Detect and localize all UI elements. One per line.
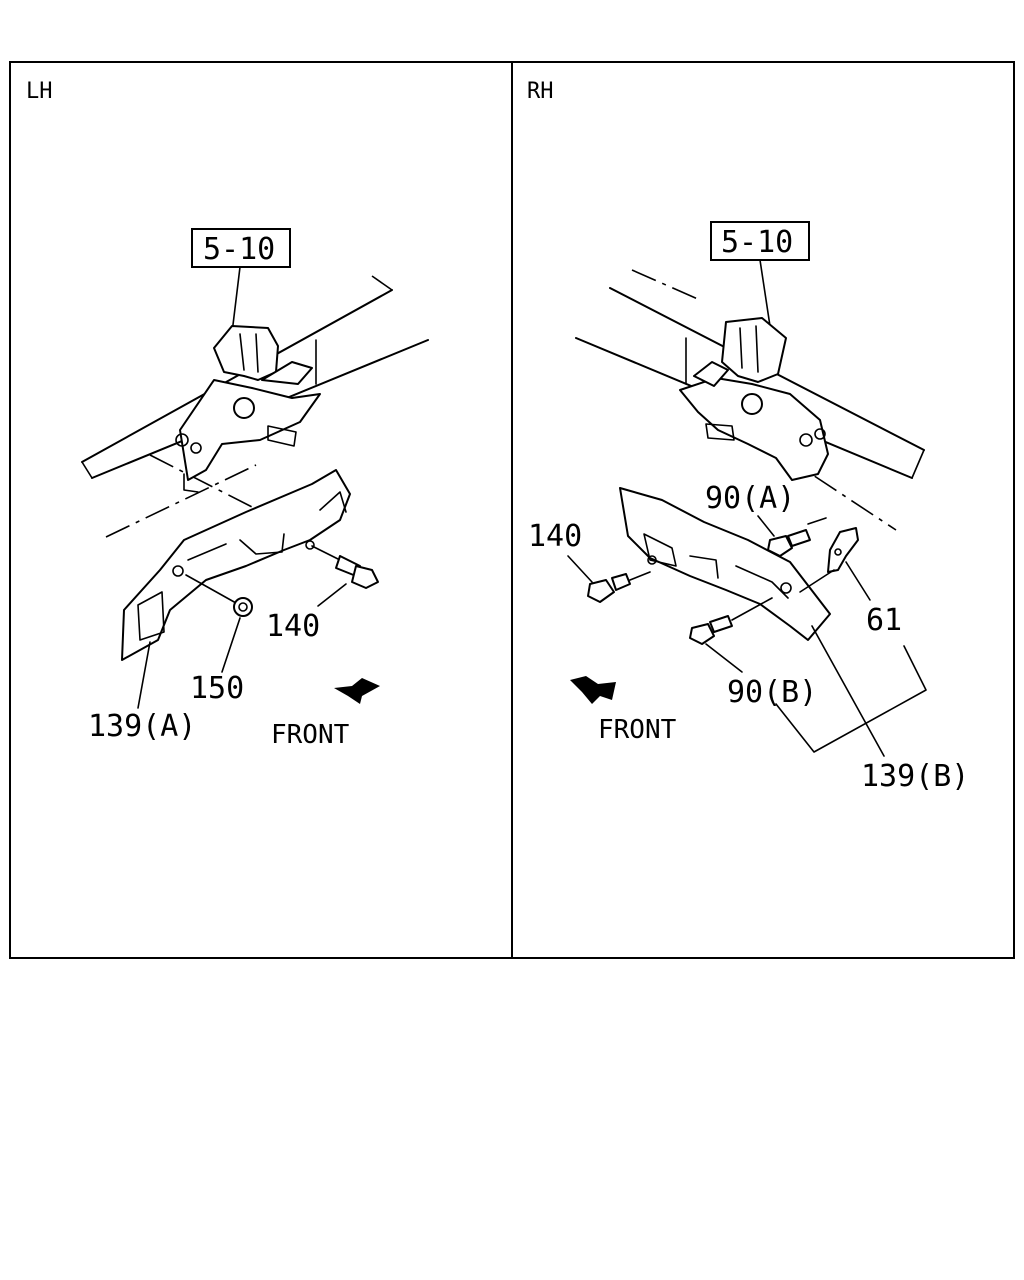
leader-callout-rh bbox=[759, 259, 771, 327]
leader-61 bbox=[807, 517, 871, 601]
label-140-rh: 140 bbox=[528, 519, 582, 554]
leader-139a bbox=[137, 641, 151, 709]
label-90b: 90(B) bbox=[727, 675, 817, 710]
label-139a: 139(A) bbox=[88, 709, 196, 744]
callout-5-10-rh[interactable]: 5-10 bbox=[710, 221, 810, 261]
callout-5-10-lh-label: 5-10 bbox=[203, 232, 275, 267]
leader-150 bbox=[221, 617, 241, 673]
label-front-rh: FRONT bbox=[598, 715, 677, 745]
front-arrow-icon bbox=[570, 676, 616, 704]
bolt-140-lh[interactable] bbox=[311, 545, 379, 589]
leader-90b bbox=[705, 643, 743, 673]
bolt-90a[interactable] bbox=[767, 529, 811, 557]
label-61: 61 bbox=[866, 603, 902, 638]
leader-bracket-group bbox=[775, 645, 927, 753]
label-140-lh: 140 bbox=[266, 609, 320, 644]
panel-rh: RH 5-10 bbox=[527, 79, 969, 794]
bracket-61[interactable] bbox=[799, 527, 859, 593]
panel-lh-heading: LH bbox=[26, 79, 53, 104]
front-arrow-icon bbox=[334, 678, 380, 704]
heat-shield-139a bbox=[121, 469, 351, 661]
leader-90a bbox=[757, 515, 775, 537]
heat-shield-139b bbox=[619, 487, 831, 641]
engine-mount-lh bbox=[175, 325, 321, 493]
label-front-lh: FRONT bbox=[271, 720, 350, 750]
bolt-140-rh[interactable] bbox=[587, 571, 651, 603]
callout-5-10-rh-label: 5-10 bbox=[721, 225, 793, 260]
engine-mount-rh bbox=[679, 317, 829, 481]
panel-lh: LH 5-10 bbox=[26, 79, 429, 750]
label-90a: 90(A) bbox=[705, 481, 795, 516]
leader-139b bbox=[811, 625, 885, 757]
panel-rh-heading: RH bbox=[527, 79, 554, 104]
label-139b: 139(B) bbox=[861, 759, 969, 794]
callout-5-10-lh[interactable]: 5-10 bbox=[191, 228, 291, 268]
nut-150[interactable] bbox=[185, 574, 253, 617]
label-150: 150 bbox=[190, 671, 244, 706]
leader-140-lh bbox=[317, 583, 347, 607]
bolt-90b[interactable] bbox=[689, 597, 773, 645]
leader-140-rh bbox=[567, 555, 593, 583]
leader-callout-lh bbox=[231, 266, 241, 334]
